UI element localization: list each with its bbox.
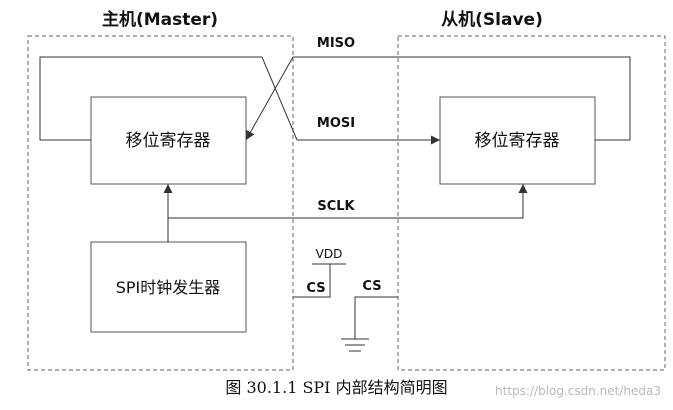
slave-loop-line (293, 56, 631, 141)
slave-boundary (397, 35, 666, 371)
clock-generator-label: SPI时钟发生器 (116, 278, 221, 297)
cs-slave-label: CS (362, 279, 381, 294)
clock-generator (90, 241, 247, 333)
miso-label: MISO (317, 36, 355, 51)
sclk-line (168, 184, 528, 219)
master-shift-register (90, 96, 247, 185)
slave-title: 从机(Slave) (441, 9, 543, 30)
mosi-label: MOSI (317, 116, 355, 131)
slave-shift-register-label: 移位寄存器 (475, 131, 560, 151)
ground-icon (341, 338, 369, 352)
miso-line (245, 56, 294, 141)
figure-caption: 图 30.1.1 SPI 内部结构简明图 (225, 378, 448, 397)
cs-slave-line (354, 296, 398, 339)
cs-master-label: CS (306, 281, 325, 296)
master-boundary (27, 35, 294, 371)
master-shift-register-label: 移位寄存器 (126, 131, 211, 151)
sclk-label: SCLK (317, 199, 355, 214)
watermark: https://blog.csdn.net/heda3 (495, 384, 661, 398)
master-title: 主机(Master) (102, 9, 218, 30)
master-loop-line (39, 56, 298, 141)
vdd-label: VDD (316, 247, 343, 261)
